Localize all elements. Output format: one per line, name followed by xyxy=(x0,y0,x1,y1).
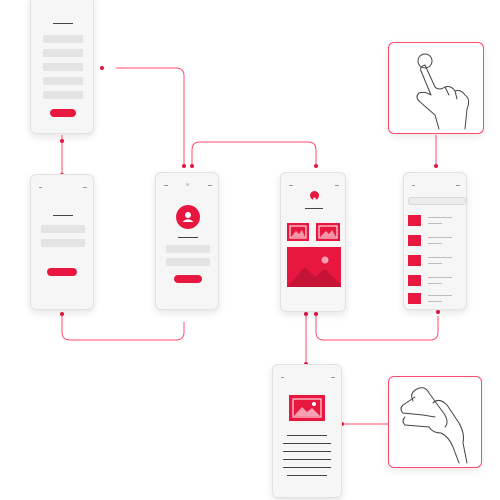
article-text-line xyxy=(283,443,331,444)
connector-login-to-profile xyxy=(61,314,185,341)
gallery-thumbnail[interactable] xyxy=(316,223,340,241)
list-item-thumb[interactable] xyxy=(408,235,421,246)
list-item-text xyxy=(428,237,452,238)
list-item-text xyxy=(428,277,452,278)
profile-screen xyxy=(155,172,219,310)
status-mark xyxy=(208,185,212,186)
image-icon xyxy=(289,225,307,239)
image-icon xyxy=(318,225,338,239)
back-arrow-icon[interactable] xyxy=(289,185,293,186)
tap-gesture-card xyxy=(388,42,484,134)
action-button[interactable] xyxy=(174,275,202,283)
status-mark xyxy=(39,187,42,188)
list-item-text xyxy=(428,223,442,224)
connector-dot xyxy=(182,164,186,168)
list-item-thumb[interactable] xyxy=(408,215,421,226)
list-item-thumb[interactable] xyxy=(408,275,421,286)
gallery-title-line xyxy=(305,208,323,209)
form-list-screen xyxy=(30,0,94,134)
connector-dot xyxy=(60,312,64,316)
gallery-feature-image[interactable] xyxy=(287,247,341,287)
article-text-line xyxy=(283,451,331,452)
article-text-line xyxy=(283,459,331,460)
list-item-text xyxy=(428,257,452,258)
password-field xyxy=(41,239,85,247)
avatar xyxy=(310,191,319,202)
list-item-text xyxy=(428,243,442,244)
connector-dot xyxy=(190,164,194,168)
tap-hand-icon xyxy=(416,53,470,130)
connector-dot xyxy=(304,312,308,316)
avatar xyxy=(176,205,200,229)
login-button[interactable] xyxy=(47,268,77,276)
article-image[interactable] xyxy=(289,395,325,421)
image-icon xyxy=(292,398,322,418)
search-bar[interactable] xyxy=(408,197,466,205)
form-field xyxy=(43,63,83,71)
connector-dot xyxy=(314,312,318,316)
profile-field xyxy=(166,258,210,266)
connector-dot xyxy=(100,66,104,70)
status-mark xyxy=(335,185,339,186)
article-text-line xyxy=(287,435,327,436)
list-item-text xyxy=(428,295,452,296)
swipe-hand-icon xyxy=(400,387,468,464)
status-mark xyxy=(456,185,460,186)
list-item-text xyxy=(428,283,442,284)
back-arrow-icon[interactable] xyxy=(164,185,168,186)
list-item-thumb[interactable] xyxy=(408,255,421,266)
article-text-line xyxy=(287,475,327,476)
article-detail-screen xyxy=(272,364,342,498)
list-item-text xyxy=(428,263,442,264)
image-icon xyxy=(287,256,341,287)
status-mark xyxy=(281,377,284,378)
form-field xyxy=(43,91,83,99)
screen-title-line xyxy=(53,23,73,24)
form-field xyxy=(43,49,83,57)
status-mark xyxy=(83,187,87,188)
connector-form-to-profile xyxy=(116,67,185,166)
profile-name-line xyxy=(178,237,198,238)
article-text-line xyxy=(283,467,331,468)
list-screen xyxy=(403,172,467,310)
camera-dot xyxy=(186,183,189,186)
connector-dot xyxy=(60,139,64,143)
form-field xyxy=(43,35,83,43)
list-item-text xyxy=(428,217,452,218)
profile-field xyxy=(166,245,210,253)
username-field xyxy=(41,225,85,233)
connector-dot xyxy=(434,164,438,168)
status-mark xyxy=(331,377,335,378)
screen-title-line xyxy=(53,215,73,216)
connector-dot xyxy=(436,310,440,314)
connector-profile-to-gallery xyxy=(191,141,317,166)
form-field xyxy=(43,77,83,85)
login-screen xyxy=(30,174,94,310)
list-item-text xyxy=(428,301,442,302)
user-icon xyxy=(182,212,194,222)
list-item-thumb[interactable] xyxy=(408,293,421,304)
connector-dot xyxy=(314,164,318,168)
gallery-screen xyxy=(280,172,346,312)
status-mark xyxy=(412,185,415,186)
connector-gallery-to-list xyxy=(315,316,439,341)
swipe-gesture-card xyxy=(388,376,482,468)
submit-button[interactable] xyxy=(50,109,76,117)
user-icon xyxy=(312,197,317,202)
gallery-thumbnail[interactable] xyxy=(287,223,309,241)
